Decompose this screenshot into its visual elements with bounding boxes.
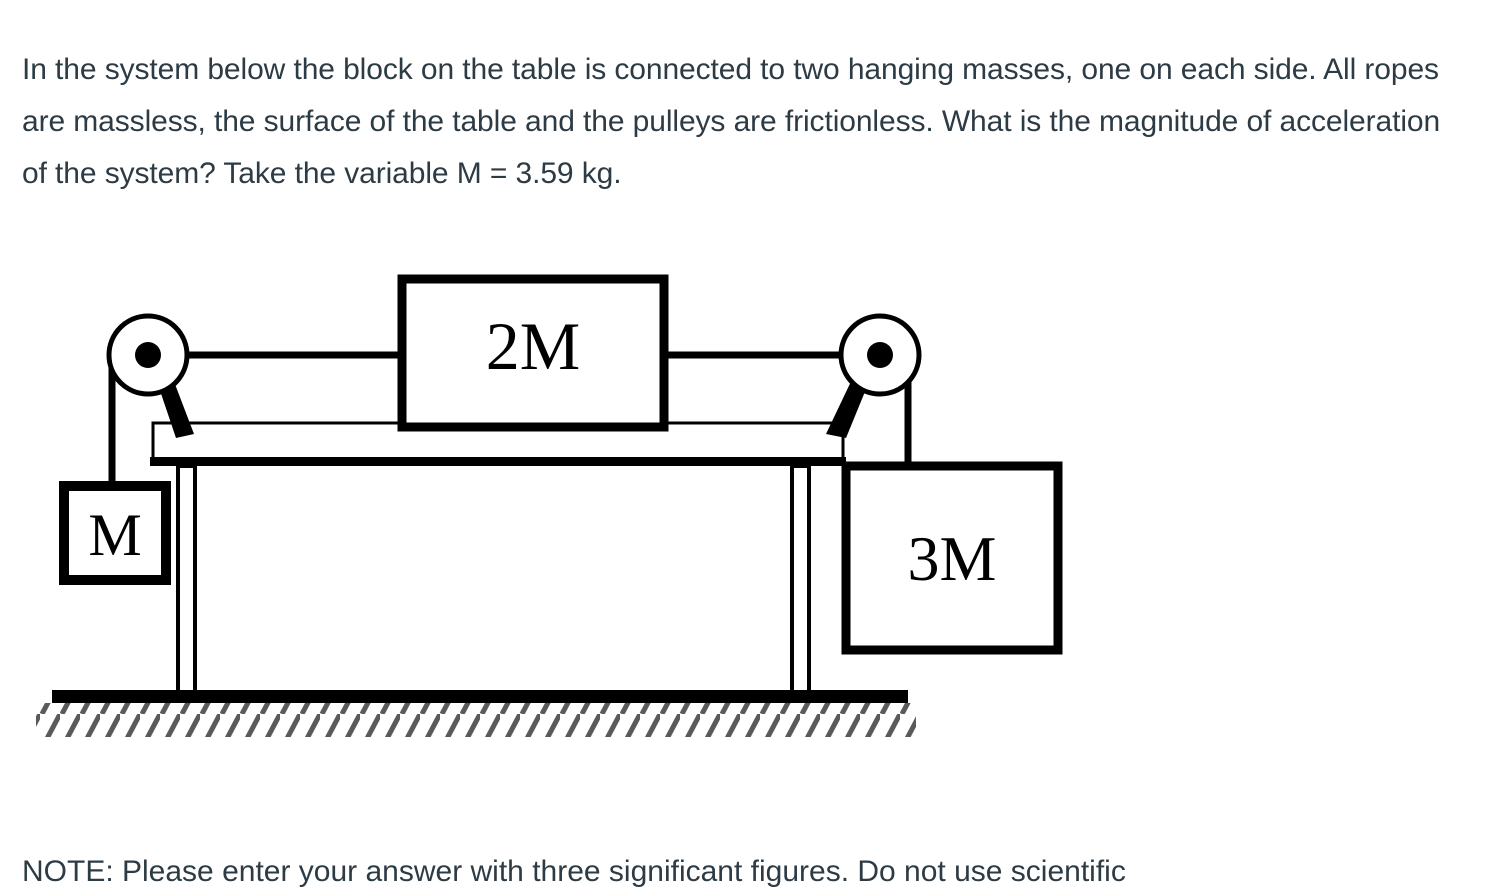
- block-m-body: [59, 481, 171, 585]
- pulley-table-system-svg: 2M M 3M: [36, 274, 1063, 737]
- question-prompt: In the system below the block on the tab…: [22, 53, 1441, 190]
- left-pulley: [106, 313, 194, 438]
- block-3m-label: 3M: [908, 523, 997, 594]
- ropes: [108, 351, 912, 486]
- block-2m-body: [397, 274, 669, 432]
- table-block-2m: 2M: [397, 274, 669, 432]
- left-hanging-block-m: M: [59, 481, 171, 585]
- table-leg-right: [790, 464, 811, 696]
- answer-format-note: NOTE: Please enter your answer with thre…: [22, 855, 1126, 888]
- block-3m-body: [841, 461, 1063, 655]
- left-pulley-hub: [135, 342, 161, 368]
- table-leg-left: [176, 464, 197, 696]
- right-pulley: [826, 313, 922, 438]
- tabletop-bottom-edge: [150, 457, 846, 466]
- physics-diagram: 2M M 3M: [0, 238, 1100, 768]
- table: [150, 421, 846, 696]
- ground-hatching: [36, 703, 916, 737]
- right-pulley-hub: [867, 342, 893, 368]
- block-2m-label: 2M: [486, 308, 580, 384]
- ground-bar: [52, 690, 908, 703]
- block-m-label: M: [88, 502, 141, 568]
- right-hanging-block-3m: 3M: [841, 461, 1063, 655]
- ground: [36, 690, 916, 737]
- question-page: In the system below the block on the tab…: [0, 53, 1441, 888]
